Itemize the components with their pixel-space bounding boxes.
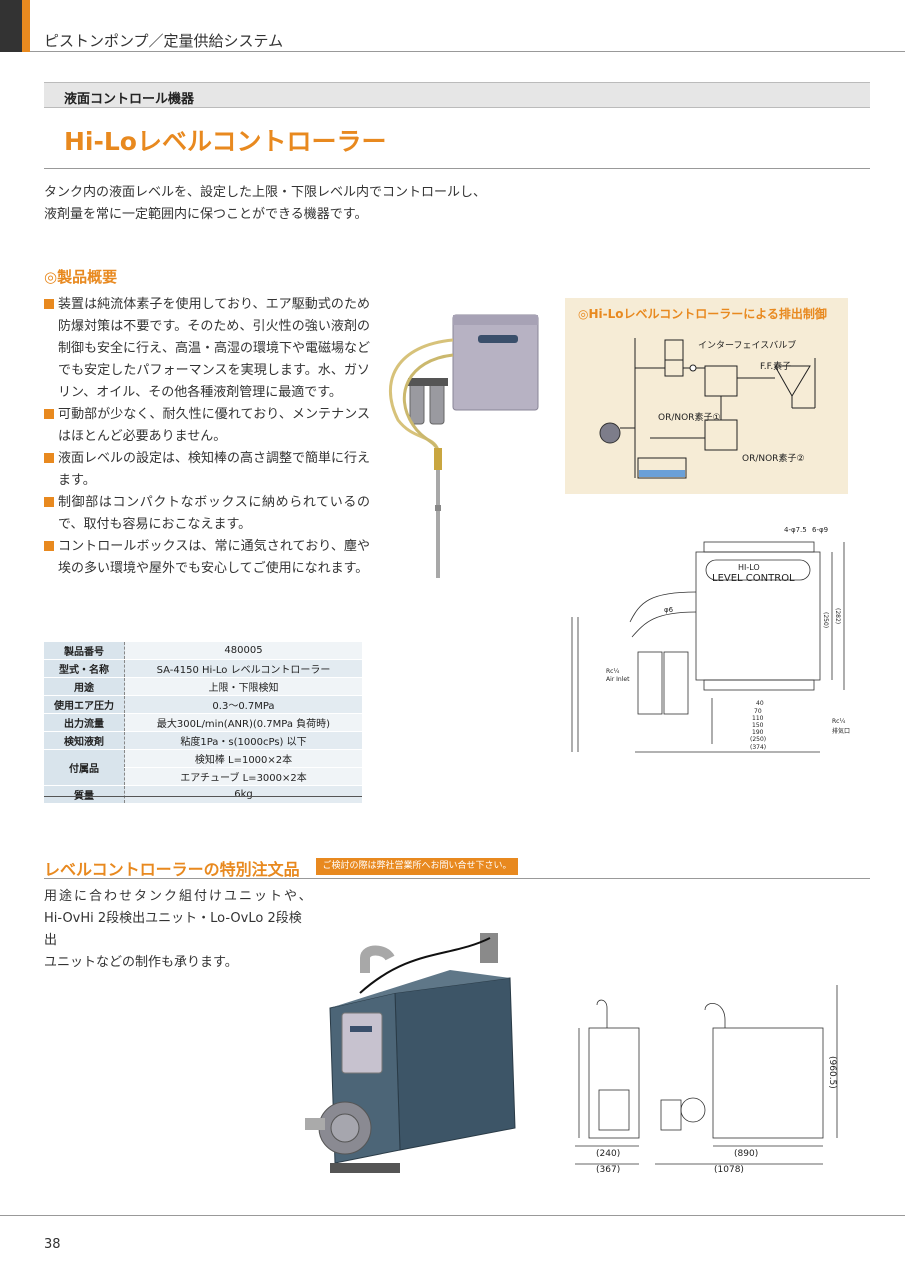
drawing1-exhaust-rc: Rc¼ bbox=[832, 718, 846, 725]
spec-key: 製品番号 bbox=[44, 642, 125, 660]
drawing2-dim-240: (240) bbox=[596, 1149, 621, 1159]
header-title: ピストンポンプ／定量供給システム bbox=[44, 32, 284, 50]
drawing1-box-label1: HI-LO bbox=[738, 563, 760, 572]
interface-valve-label: インターフェイスバルブ bbox=[698, 341, 797, 351]
feature-item: 液面レベルの設定は、検知棒の高さ調整で簡単に行えます。 bbox=[44, 448, 370, 492]
feature-list: 装置は純流体素子を使用しており、エア駆動式のため防爆対策は不要です。そのため、引… bbox=[44, 294, 370, 580]
spec-value: 検知棒 L=1000×2本 bbox=[124, 749, 362, 768]
intro-line-1: タンク内の液面レベルを、設定した上限・下限レベル内でコントロールし、 bbox=[44, 185, 487, 200]
header-divider bbox=[30, 51, 905, 52]
exhaust-title: ◎Hi-Loレベルコントローラーによる排出制御 bbox=[578, 307, 827, 321]
drawing1-phi6: φ6 bbox=[664, 606, 674, 614]
drawing1-dim-110: 110 bbox=[752, 715, 764, 722]
custom-order-text: 用途に合わせタンク組付けユニットや、 Hi-OvHi 2段検出ユニット・Lo-O… bbox=[44, 886, 314, 974]
spec-value: 0.3～0.7MPa bbox=[124, 695, 362, 714]
spec-key: 検知液剤 bbox=[44, 731, 125, 750]
feature-item: 可動部が少なく、耐久性に優れており、メンテナンスはほとんど必要ありません。 bbox=[44, 404, 370, 448]
or-nor2-label: OR/NOR素子② bbox=[742, 454, 805, 464]
drawing2-height-960: (960.5) bbox=[827, 1056, 837, 1089]
tank-unit-photo bbox=[305, 933, 516, 1173]
intro-line-2: 液剤量を常に一定範囲内に保つことができる機器です。 bbox=[44, 207, 368, 222]
drawing1-air-inlet: Air Inlet bbox=[606, 676, 630, 683]
drawing2-dim-367: (367) bbox=[596, 1165, 621, 1175]
table-row: エアチューブ L=3000×2本 bbox=[44, 767, 362, 786]
spec-value: 480005 bbox=[124, 642, 362, 660]
spec-key: 用途 bbox=[44, 677, 125, 696]
page-number: 38 bbox=[44, 1237, 61, 1252]
title-divider bbox=[44, 168, 870, 169]
drawing1-dim-250: (250) bbox=[750, 736, 767, 743]
custom-divider bbox=[44, 878, 870, 879]
drawing1-dim-70: 70 bbox=[754, 708, 762, 715]
table-row: 検知液剤粘度1Pa・s(1000cPs) 以下 bbox=[44, 731, 362, 750]
table-row: 付属品 検知棒 L=1000×2本 bbox=[44, 749, 362, 786]
overview-heading: ◎製品概要 bbox=[44, 268, 118, 286]
product-title: Hi-Loレベルコントローラー bbox=[64, 127, 387, 156]
intro-text: タンク内の液面レベルを、設定した上限・下限レベル内でコントロールし、 液剤量を常… bbox=[44, 182, 524, 226]
table-row: 出力流量最大300L/min(ANR)(0.7MPa 負荷時) bbox=[44, 713, 362, 732]
spec-value: エアチューブ L=3000×2本 bbox=[124, 767, 362, 786]
feature-item: コントロールボックスは、常に通気されており、塵や埃の多い環境や屋外でも安心してご… bbox=[44, 536, 370, 580]
section-band: 液面コントロール機器 bbox=[44, 82, 870, 108]
drawing1-dim-190: 190 bbox=[752, 729, 764, 736]
drawing1-hole-dim2: 6-φ9 bbox=[812, 526, 829, 534]
spec-key: 付属品 bbox=[44, 749, 125, 786]
feature-item: 装置は純流体素子を使用しており、エア駆動式のため防爆対策は不要です。そのため、引… bbox=[44, 294, 370, 404]
drawing2-dim-1078: (1078) bbox=[714, 1165, 744, 1175]
table-row: 質量6kg bbox=[44, 785, 362, 804]
spec-key: 型式・名称 bbox=[44, 659, 125, 678]
drawing1-exhaust-port: 排気口 bbox=[832, 728, 851, 735]
spec-key: 質量 bbox=[44, 785, 125, 804]
section-label: 液面コントロール機器 bbox=[64, 92, 195, 107]
controller-product-photo bbox=[388, 314, 539, 578]
spec-key: 使用エア圧力 bbox=[44, 695, 125, 714]
drawing1-dim-150: 150 bbox=[752, 722, 764, 729]
ff-element-label: F.F.素子 bbox=[760, 362, 792, 372]
drawing1-box-label2: LEVEL CONTROL bbox=[712, 573, 795, 584]
table-row: 用途上限・下限検知 bbox=[44, 677, 362, 696]
spec-table-bottom-rule bbox=[44, 796, 362, 797]
inquiry-badge: ご検討の際は弊社営業所へお問い合せ下さい。 bbox=[316, 858, 518, 875]
spec-value: SA-4150 Hi-Lo レベルコントローラー bbox=[124, 659, 362, 678]
drawing1-dim-40: 40 bbox=[756, 700, 764, 707]
custom-line-3: ユニットなどの制作も承ります。 bbox=[44, 955, 238, 970]
drawing1-dim-374: (374) bbox=[750, 744, 767, 751]
custom-line-1: 用途に合わせタンク組付けユニットや、 bbox=[44, 889, 314, 904]
drawing1-hole-dim1: 4-φ7.5 bbox=[784, 526, 807, 534]
spec-value: 6kg bbox=[124, 785, 362, 804]
spec-value: 最大300L/min(ANR)(0.7MPa 負荷時) bbox=[124, 713, 362, 732]
drawing2-dim-890: (890) bbox=[734, 1149, 759, 1159]
controller-dimension-drawing bbox=[571, 541, 845, 753]
drawing1-height-250: (250) bbox=[822, 612, 829, 629]
exhaust-schematic bbox=[599, 338, 816, 479]
feature-item: 制御部はコンパクトなボックスに納められているので、取付も容易におこなえます。 bbox=[44, 492, 370, 536]
custom-order-heading: レベルコントローラーの特別注文品 bbox=[44, 860, 300, 879]
spec-key: 出力流量 bbox=[44, 713, 125, 732]
spec-value: 粘度1Pa・s(1000cPs) 以下 bbox=[124, 731, 362, 750]
drawing1-air-inlet-rc: Rc¼ bbox=[606, 668, 620, 675]
custom-line-2: Hi-OvHi 2段検出ユニット・Lo-OvLo 2段検出 bbox=[44, 911, 302, 948]
header-accent-tab bbox=[0, 0, 30, 52]
or-nor1-label: OR/NOR素子① bbox=[658, 413, 721, 423]
spec-value: 上限・下限検知 bbox=[124, 677, 362, 696]
drawing1-height-282: (282) bbox=[834, 608, 841, 625]
tank-dimension-drawing bbox=[575, 985, 838, 1165]
footer-divider bbox=[0, 1215, 905, 1216]
